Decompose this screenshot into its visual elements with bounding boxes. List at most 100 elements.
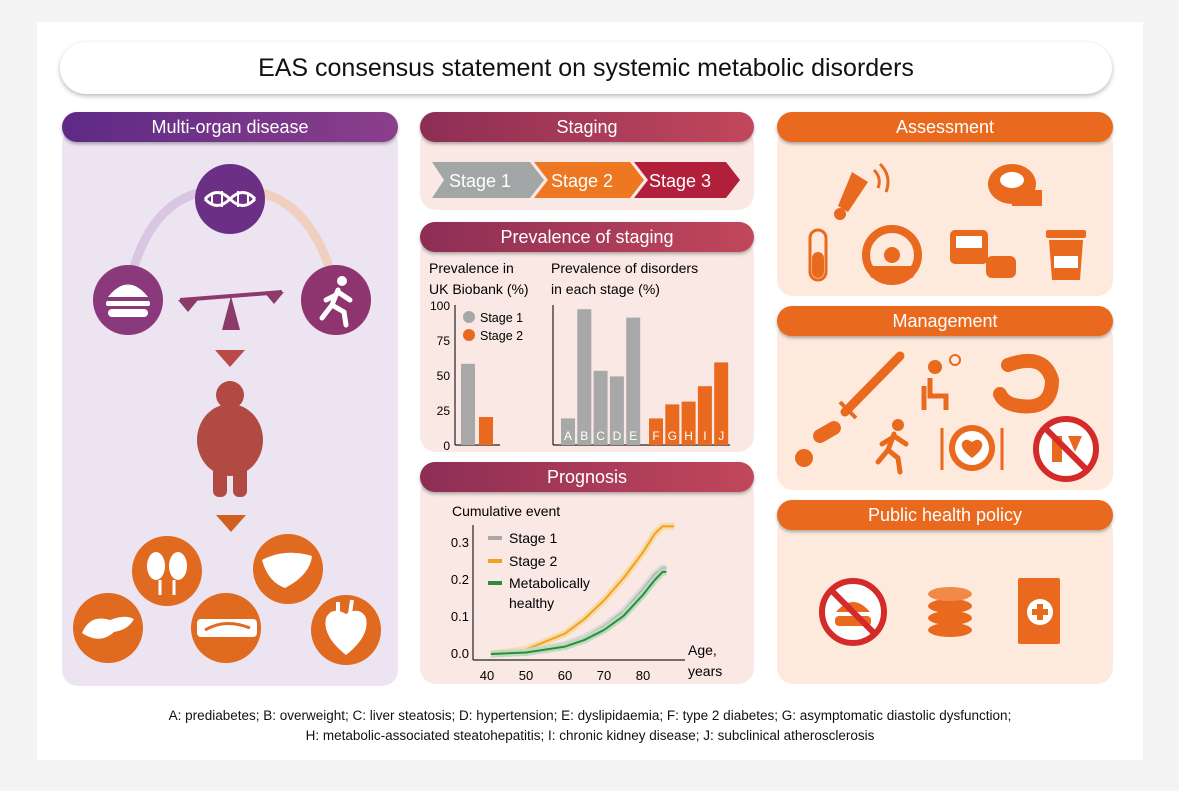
no-alcohol-icon bbox=[1033, 416, 1099, 482]
heart-plate-icon bbox=[940, 425, 1004, 471]
bar-label-C: C bbox=[596, 429, 605, 443]
multiorgan-illustration bbox=[73, 164, 381, 665]
bar-A bbox=[561, 418, 575, 445]
heart-organ-icon bbox=[311, 595, 381, 665]
prog-legend-healthy-1: Metabolically bbox=[509, 575, 590, 591]
prognosis-panel bbox=[420, 478, 754, 684]
prev-left-label-2: UK Biobank (%) bbox=[429, 281, 529, 297]
bar-label-A: A bbox=[564, 429, 572, 443]
bar-label-F: F bbox=[652, 429, 659, 443]
bar-F bbox=[649, 418, 663, 445]
health-book-icon bbox=[1018, 578, 1060, 644]
arrow-down-2 bbox=[216, 515, 246, 532]
prog-y-tick: 0.2 bbox=[451, 572, 469, 587]
management-header: Management bbox=[777, 306, 1113, 336]
liver-icon bbox=[253, 534, 323, 604]
stage-3-arrow bbox=[634, 162, 740, 198]
prog-x-tick: 40 bbox=[480, 668, 494, 683]
bar-label-D: D bbox=[613, 429, 622, 443]
line-stage-2 bbox=[490, 525, 675, 655]
prog-legend-stage-2: Stage 2 bbox=[509, 553, 557, 569]
footnote-line-2: H: metabolic-associated steatohepatitis;… bbox=[305, 728, 875, 743]
prev-y-tick: 25 bbox=[437, 404, 451, 418]
bar-biobank-stage-2 bbox=[479, 417, 493, 445]
pancreas-icon bbox=[73, 593, 143, 663]
prog-y-tick: 0.3 bbox=[451, 535, 469, 550]
stage-1-label: Stage 1 bbox=[449, 171, 511, 191]
stage-arrows: Stage 1 Stage 2 Stage 3 bbox=[432, 162, 740, 198]
syringe-icon bbox=[838, 351, 905, 420]
bar-biobank-stage-1 bbox=[461, 363, 475, 445]
prev-right-label-1: Prevalence of disorders bbox=[551, 260, 698, 276]
bar-I bbox=[697, 386, 712, 445]
policy-icons bbox=[819, 578, 1060, 646]
artery-icon bbox=[191, 593, 261, 663]
prog-x-tick: 80 bbox=[636, 668, 650, 683]
burger-icon bbox=[93, 265, 163, 335]
dna-icon bbox=[195, 164, 265, 234]
prog-y-tick: 0.1 bbox=[451, 609, 469, 624]
bar-label-J: J bbox=[718, 429, 724, 443]
footnote-line-1: A: prediabetes; B: overweight; C: liver … bbox=[168, 708, 1012, 723]
policy-header: Public health policy bbox=[777, 500, 1113, 530]
bar-label-I: I bbox=[703, 429, 706, 443]
prev-y-tick: 50 bbox=[437, 369, 451, 383]
obese-body-icon bbox=[197, 381, 263, 497]
test-tube-icon bbox=[808, 228, 828, 282]
bar-label-G: G bbox=[668, 429, 677, 443]
legend-stage-1-swatch bbox=[463, 311, 475, 323]
arrow-down-1 bbox=[215, 350, 245, 367]
mri-scanner-icon bbox=[862, 225, 922, 285]
legend-stage-2-swatch bbox=[463, 329, 475, 341]
assessment-header: Assessment bbox=[777, 112, 1113, 142]
prog-y-tick: 0.0 bbox=[451, 646, 469, 661]
kidney-icon bbox=[132, 536, 202, 606]
multiorgan-header: Multi-organ disease bbox=[62, 112, 398, 142]
assessment-icons bbox=[808, 162, 1086, 285]
bar-J bbox=[714, 362, 729, 445]
prog-x-label-2: years bbox=[688, 663, 722, 679]
legend-stage-1-label: Stage 1 bbox=[480, 311, 523, 325]
measuring-tape-icon bbox=[988, 164, 1042, 206]
stomach-icon bbox=[993, 354, 1060, 414]
prev-left-label-1: Prevalence in bbox=[429, 260, 514, 276]
stage-2-arrow bbox=[534, 162, 644, 198]
staging-header: Staging bbox=[420, 112, 754, 142]
prog-x-tick: 60 bbox=[558, 668, 572, 683]
running-icon bbox=[875, 419, 909, 475]
bar-C bbox=[593, 370, 608, 445]
stage-1-arrow bbox=[432, 162, 544, 198]
line-healthy bbox=[490, 570, 667, 655]
bar-label-E: E bbox=[629, 429, 637, 443]
page-title: EAS consensus statement on systemic meta… bbox=[60, 42, 1112, 94]
ultrasound-probe-icon bbox=[834, 162, 890, 220]
bar-label-H: H bbox=[684, 429, 693, 443]
prog-x-label-1: Age, bbox=[688, 642, 717, 658]
no-junk-food-icon bbox=[819, 578, 887, 646]
person-sitting-icon bbox=[921, 354, 961, 410]
bar-H bbox=[681, 401, 696, 445]
pills-icon bbox=[795, 421, 841, 467]
blood-pressure-monitor-icon bbox=[950, 230, 1016, 278]
prognosis-header: Prognosis bbox=[420, 462, 754, 492]
prog-legend-healthy-2: healthy bbox=[509, 595, 554, 611]
bar-label-B: B bbox=[580, 429, 588, 443]
bar-G bbox=[665, 404, 680, 445]
stage-3-label: Stage 3 bbox=[649, 171, 711, 191]
prev-y-tick: 75 bbox=[437, 334, 451, 348]
prev-right-label-2: in each stage (%) bbox=[551, 281, 660, 297]
prog-legend-stage-1: Stage 1 bbox=[509, 530, 557, 546]
prog-y-label: Cumulative event bbox=[452, 503, 560, 519]
scale-icon bbox=[178, 290, 284, 330]
coins-icon bbox=[928, 587, 972, 637]
bar-D bbox=[609, 376, 624, 445]
urine-sample-cup-icon bbox=[1046, 230, 1086, 280]
legend-stage-2-label: Stage 2 bbox=[480, 329, 523, 343]
prog-x-tick: 50 bbox=[519, 668, 533, 683]
bar-E bbox=[626, 317, 641, 445]
prev-y-tick: 100 bbox=[430, 299, 450, 313]
prev-y-tick: 0 bbox=[443, 439, 450, 453]
bar-B bbox=[577, 309, 592, 445]
stage-2-label: Stage 2 bbox=[551, 171, 613, 191]
prevalence-header: Prevalence of staging bbox=[420, 222, 754, 252]
